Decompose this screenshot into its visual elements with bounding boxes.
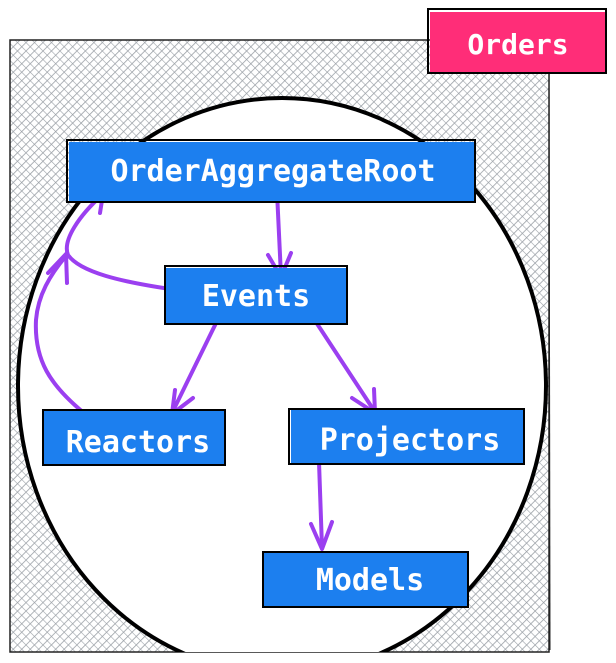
context-title-tag: Orders bbox=[427, 8, 607, 74]
context-title: Orders bbox=[467, 28, 568, 61]
node-order-aggregate-root: OrderAggregateRoot bbox=[66, 139, 476, 203]
node-models: Models bbox=[262, 551, 469, 608]
node-projectors: Projectors bbox=[288, 408, 525, 465]
node-reactors: Reactors bbox=[42, 409, 226, 466]
node-events: Events bbox=[164, 265, 348, 325]
node-label: OrderAggregateRoot bbox=[110, 154, 435, 189]
node-label: Projectors bbox=[320, 423, 501, 458]
domain-circle bbox=[16, 96, 548, 652]
node-label: Models bbox=[316, 563, 424, 598]
node-label: Reactors bbox=[66, 425, 211, 460]
edge-projectors-to-models bbox=[309, 460, 334, 551]
edge-reactors-to-root bbox=[33, 252, 86, 415]
node-label: Events bbox=[202, 279, 310, 314]
